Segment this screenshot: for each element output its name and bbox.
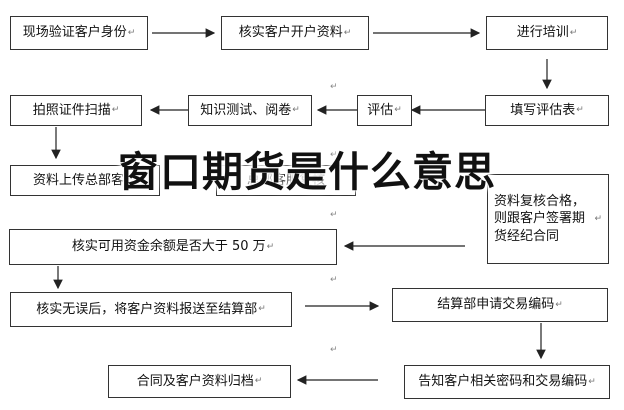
- overlay-title: 窗口期货是什么意思: [118, 148, 496, 196]
- step-label: 现场验证客户身份: [22, 25, 127, 41]
- step-label: 资料复核合格，则跟客户签署期货经纪合同: [494, 193, 586, 244]
- step-label: 填写评估表: [510, 102, 576, 118]
- paragraph-mark: ↵: [330, 82, 338, 92]
- step-upload-docs: 资料上传总部客户: [10, 165, 160, 196]
- step-submit-settlement: 核实无误后，将客户资料报送至结算部↵: [10, 292, 292, 327]
- step-label: 知识测试、阅卷: [200, 102, 292, 118]
- step-label: 告知客户相关密码和交易编码: [418, 374, 588, 390]
- step-notify-code: 告知客户相关密码和交易编码↵: [404, 365, 610, 399]
- step-check-funds: 核实可用资金余额是否大于 50 万↵: [9, 229, 337, 265]
- paragraph-mark: ↵: [330, 150, 338, 160]
- step-label: 结算部申请交易编码: [437, 297, 555, 313]
- step-fill-form: 填写评估表↵: [485, 95, 609, 126]
- step-label: 合同及客户资料归档: [136, 373, 254, 389]
- step-check-account-info: 核实客户开户资料↵: [221, 16, 369, 50]
- paragraph-mark: ↵: [330, 275, 338, 285]
- step-verify-identity: 现场验证客户身份↵: [10, 16, 148, 50]
- paragraph-mark: ↵: [330, 345, 338, 355]
- step-hq-review: 总部客服复核: [216, 165, 356, 196]
- step-review-sign: 资料复核合格，则跟客户签署期货经纪合同↵: [487, 174, 609, 264]
- step-evaluation: 评估↵: [357, 95, 412, 126]
- step-photo-scan: 拍照证件扫描↵: [10, 95, 142, 126]
- step-label: 评估: [367, 102, 394, 118]
- step-label: 进行培训: [516, 25, 569, 41]
- step-label: 核实可用资金余额是否大于 50 万: [71, 239, 266, 255]
- step-archive: 合同及客户资料归档↵: [108, 365, 291, 398]
- step-label: 核实无误后，将客户资料报送至结算部: [36, 301, 258, 317]
- step-apply-code: 结算部申请交易编码↵: [392, 288, 608, 322]
- paragraph-mark: ↵: [330, 210, 338, 220]
- step-label: 总部客服复核: [246, 172, 325, 188]
- step-label: 核实客户开户资料: [238, 25, 343, 41]
- step-knowledge-test: 知识测试、阅卷↵: [188, 95, 312, 126]
- step-label: 资料上传总部客户: [32, 172, 137, 188]
- step-training: 进行培训↵: [486, 16, 608, 50]
- step-label: 拍照证件扫描: [32, 102, 111, 118]
